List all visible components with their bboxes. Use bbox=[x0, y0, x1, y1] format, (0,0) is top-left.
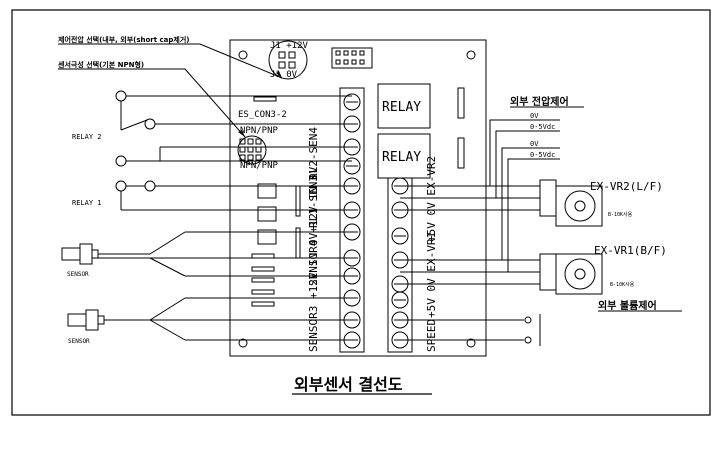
speed-terminal-2 bbox=[524, 336, 532, 344]
potentiometer-ex-vr1 bbox=[539, 253, 603, 295]
vert-exvr1-label: +5V 0V EX-VR1 bbox=[425, 232, 438, 318]
jumper-top-label: J1 +12V bbox=[270, 41, 309, 51]
relay-2-wiring bbox=[115, 90, 352, 167]
pot-small-2: B-10K사용 bbox=[610, 281, 635, 288]
ext-v-0v-1: 0V bbox=[530, 112, 539, 120]
mount-hole bbox=[466, 338, 476, 348]
es-con-label: ES_CON3-2 bbox=[238, 110, 287, 120]
pot-small-1: B-10K사용 bbox=[608, 211, 633, 218]
ex-vr2-label: EX-VR2(L/F) bbox=[590, 180, 663, 193]
relay-2-body bbox=[377, 83, 431, 129]
note-polarity: 센서극성 선택(기본 NPN형) bbox=[58, 60, 144, 69]
potentiometer-ex-vr2 bbox=[539, 179, 603, 227]
ext-volume-title: 외부 볼륨제어 bbox=[598, 299, 657, 312]
mount-hole bbox=[238, 338, 248, 348]
polarity-jumper-circle bbox=[237, 135, 267, 165]
note-jumper: 제어전압 선택(내부, 외부(short cap제거) bbox=[58, 35, 190, 44]
screw-terminal bbox=[343, 93, 361, 111]
sensor-2-label: SENSOR bbox=[68, 338, 90, 345]
diagram-title: 외부센서 결선도 bbox=[294, 375, 403, 394]
npn-pnp-1-label: NPN/PNP bbox=[240, 126, 279, 136]
ex-vr1-label: EX-VR1(B/F) bbox=[594, 244, 667, 257]
ext-v-05-2: 0-5Vdc bbox=[530, 151, 555, 159]
ext-v-05-1: 0-5Vdc bbox=[530, 123, 555, 131]
vert-sensor3-label: SENSOR3 +12V IN 0V bbox=[307, 232, 320, 352]
vert-speed-label: SPEED bbox=[425, 319, 438, 352]
left-terminal-block bbox=[339, 87, 365, 353]
polarity-jumper-pins bbox=[239, 138, 262, 161]
sensor-1-label: SENSOR bbox=[67, 271, 89, 278]
screw-terminal bbox=[391, 291, 409, 309]
note-polarity-leader bbox=[58, 68, 246, 138]
relay-1-diode bbox=[457, 137, 465, 169]
vert-rl1-label: RL1-SEN3 bbox=[307, 175, 320, 228]
screw-terminal bbox=[391, 227, 409, 245]
npn-pnp-2-label: NPN/PNP bbox=[240, 161, 279, 171]
mount-hole bbox=[466, 50, 476, 60]
mount-hole bbox=[238, 50, 248, 60]
left-terminals bbox=[343, 93, 361, 349]
board-components bbox=[251, 183, 301, 307]
sensor-2 bbox=[67, 297, 352, 341]
vert-exvr2-label: +5V 0V EX-VR2 bbox=[425, 156, 438, 242]
vert-rl2-label: RL2-SEN4 bbox=[307, 127, 320, 180]
speed-terminal-1 bbox=[524, 316, 532, 324]
header-pin-block bbox=[331, 47, 373, 69]
ext-voltage-title: 외부 전압제어 bbox=[510, 95, 569, 108]
header-pins bbox=[335, 50, 365, 65]
relay-1-label: RELAY bbox=[382, 150, 421, 165]
vert-sensor4-label: SENSOR4 +12V IN 0V bbox=[307, 166, 320, 286]
outer-frame bbox=[11, 9, 711, 416]
right-terminals bbox=[391, 177, 409, 349]
ext-v-0v-2: 0V bbox=[530, 140, 539, 148]
relay-2-diode bbox=[457, 87, 465, 119]
ext-voltage-wires bbox=[489, 119, 560, 273]
pot-wires bbox=[400, 185, 541, 346]
note-jumper-leader bbox=[58, 43, 283, 79]
right-terminal-block bbox=[387, 177, 413, 353]
relay-2-text: RELAY 2 bbox=[72, 133, 102, 141]
relay-2-label: RELAY bbox=[382, 100, 421, 115]
screw-terminal bbox=[343, 157, 361, 175]
jumper-bottom-label: J1 0V bbox=[270, 70, 298, 80]
relay-1-text: RELAY 1 bbox=[72, 199, 102, 207]
jumper-j1-circle bbox=[268, 40, 308, 80]
sensor-1 bbox=[61, 231, 352, 277]
relay-1-wiring bbox=[115, 180, 352, 211]
